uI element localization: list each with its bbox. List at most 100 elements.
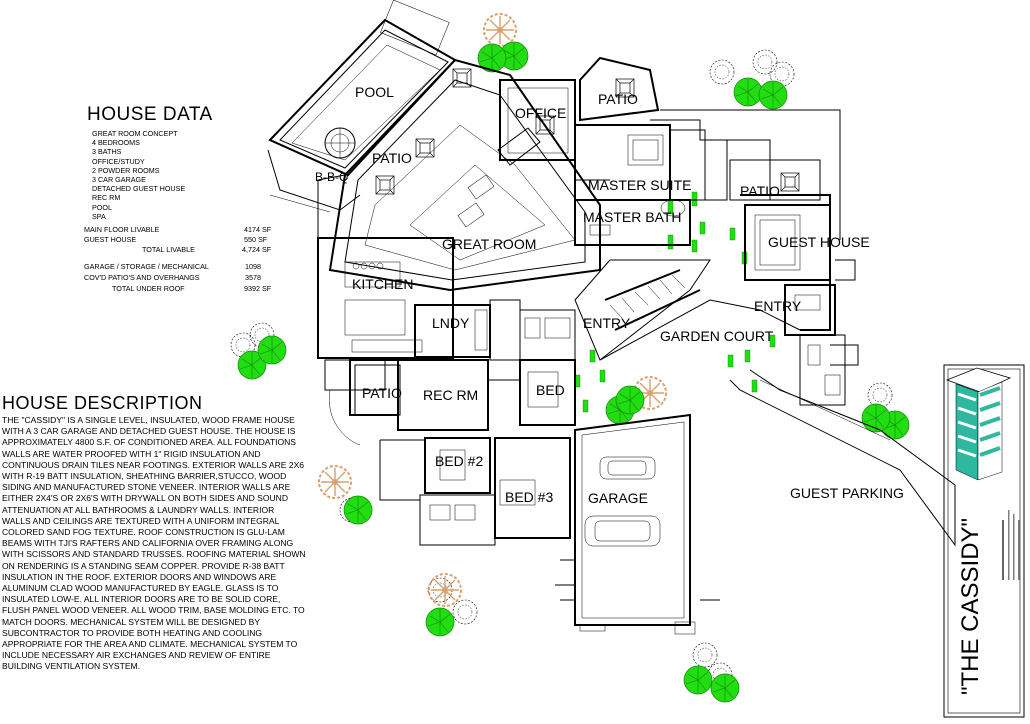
room-label-bed-2: BED #2 <box>435 453 483 469</box>
room-label-master-bath: MASTER BATH <box>583 209 682 225</box>
description-line: APPROPRIATE FOR THE AREA AND CLIMATE. ME… <box>2 639 298 650</box>
room-label-bbq: B-B-Q <box>315 170 348 184</box>
description-line: ALUMINUM CLAD WOOD MANUFACTURED BY EAGLE… <box>2 583 279 594</box>
feature-item: GREAT ROOM CONCEPT <box>92 129 178 138</box>
description-line: SIDING AND MANUFACTURED STONE VENEER. IN… <box>2 482 291 493</box>
description-line: EITHER 2X4'S OR 2X6'S WITH DRYWALL ON BO… <box>2 493 289 504</box>
room-label-bed-mid: BED <box>536 382 565 398</box>
description-line: WITH R-19 BATT INSULATION, SHEATHING BAR… <box>2 471 287 482</box>
area-value: 3578 <box>245 273 261 282</box>
area-label: TOTAL UNDER ROOF <box>112 284 185 293</box>
room-label-kitchen: KITCHEN <box>352 276 413 292</box>
tower-icon <box>945 367 1012 481</box>
room-label-patio-left: PATIO <box>372 150 412 166</box>
tree-green-icon <box>758 80 788 110</box>
description-line: WALLS ARE WATER PROOFED WITH 1" RIGID IN… <box>2 448 261 459</box>
tree-green-icon <box>861 403 891 433</box>
area-label: MAIN FLOOR LIVABLE <box>84 225 160 234</box>
guest-parking-drive <box>689 369 956 625</box>
feature-item: 3 CAR GARAGE <box>92 175 146 185</box>
room-label-entry-guest: ENTRY <box>754 298 802 314</box>
description-line: WITH A 3 CAR GARAGE AND DETACHED GUEST H… <box>2 426 296 437</box>
patio-lower-block <box>328 364 401 446</box>
description-line: COLORED SAND FOG TEXTURE. ROOF CONSTRUCT… <box>2 527 285 538</box>
room-label-great-room: GREAT ROOM <box>442 236 536 252</box>
room-label-garage: GARAGE <box>588 490 648 506</box>
tree-tan-icon <box>318 465 352 499</box>
tree-green-icon <box>425 607 455 637</box>
description-line: FLUSH PANEL WOOD VENEER. ALL WOOD TRIM, … <box>2 605 305 616</box>
room-label-rec-rm: REC RM <box>423 387 478 403</box>
kitchen-block <box>317 174 454 391</box>
description-line: INSULATED LOW-E. ALL INTERIOR DOORS ARE … <box>2 594 281 605</box>
feature-item: SPA <box>92 211 106 221</box>
tree-green-icon <box>733 77 763 107</box>
logo-title: "THE CASSIDY" <box>957 518 984 695</box>
feature-item: OFFICE/STUDY <box>92 156 145 166</box>
house-description-title: HOUSE DESCRIPTION <box>2 393 203 413</box>
area-value: 4174 SF <box>244 225 272 234</box>
description-line: WALLS AND CEILINGS ARE TEXTURED WITH A U… <box>2 515 280 526</box>
feature-item: 4 BEDROOMS <box>92 138 140 148</box>
area-label: TOTAL LIVABLE <box>142 245 195 254</box>
house-description-body: THE "CASSIDY" IS A SINGLE LEVEL, INSULAT… <box>2 415 320 673</box>
great-room-wing <box>328 58 601 292</box>
shrub-icon <box>709 59 735 85</box>
room-label-guest-parking: GUEST PARKING <box>790 485 904 501</box>
area-value: 1098 <box>245 262 261 271</box>
guest-house-block <box>729 159 859 406</box>
tree-tan-icon <box>428 573 462 607</box>
description-line: BEAMS WITH TJI'S RAFTERS AND CALIFORNIA … <box>2 538 294 549</box>
room-label-pool: POOL <box>355 84 394 100</box>
feature-item: 2 POWDER ROOMS <box>92 165 160 175</box>
room-label-bed-3: BED #3 <box>505 489 553 505</box>
tree-green-icon <box>683 665 713 695</box>
description-line: CONTINUOUS DRAIN TILES NEAR FOOTINGS. EX… <box>2 459 305 470</box>
description-line: ATTENUATION AT ALL BATHROOMS & LAUNDRY W… <box>2 504 275 515</box>
room-label-patio-lower: PATIO <box>362 385 402 401</box>
tree-green-icon <box>710 673 740 703</box>
room-label-patio-top: PATIO <box>598 91 638 107</box>
tree-green-icon <box>615 385 645 415</box>
area-value: 4,724 SF <box>242 245 272 254</box>
description-line: APPROXIMATELY 4800 S.F. OF CONDITIONED A… <box>2 437 296 448</box>
garage-block <box>555 413 696 635</box>
shrub-icon <box>692 642 718 668</box>
shrub-icon <box>752 49 778 75</box>
pool-wing <box>267 0 472 213</box>
area-label: GUEST HOUSE <box>84 235 137 244</box>
room-label-guest-house-text: GUEST HOUSE <box>768 234 870 250</box>
feature-item: DETACHED GUEST HOUSE <box>92 184 186 194</box>
description-line: MATCH DOORS. MECHANICAL SYSTEM WILL BE D… <box>2 616 261 627</box>
area-value: 9392 SF <box>244 284 272 293</box>
house-data-features: GREAT ROOM CONCEPT 4 BEDROOMS 3 BATHS OF… <box>92 129 185 221</box>
room-label-master-suite: MASTER SUITE <box>588 177 691 193</box>
room-label-guest-house: GUEST HOUSE <box>768 234 870 250</box>
house-data-title: HOUSE DATA <box>87 104 213 125</box>
area-value: 550 SF <box>244 235 268 244</box>
feature-item: POOL <box>92 202 112 212</box>
feature-item: REC RM <box>92 193 121 203</box>
cassidy-logo: "THE CASSIDY" <box>943 364 1025 718</box>
room-label-garden-court: GARDEN COURT <box>660 328 774 344</box>
tree-green-icon <box>257 335 287 365</box>
description-line: WITH SCISSORS AND STANDARD TRUSSES. ROOF… <box>2 549 306 560</box>
room-labels: POOL OFFICE PATIO PATIO B-B-Q MASTER SUI… <box>315 84 904 506</box>
architect-fine-print <box>1002 510 1020 580</box>
description-line: SUBCONTRACTOR TO PROVIDE BOTH HEATING AN… <box>2 627 263 638</box>
description-line: THE "CASSIDY" IS A SINGLE LEVEL, INSULAT… <box>2 415 295 425</box>
description-line: INSULATION IN THE ROOF. EXTERIOR DOORS A… <box>2 571 277 582</box>
description-line: ON RENDERING IS A STANDING SEAM COPPER. … <box>2 560 285 571</box>
description-line: INCLUDE NECESSARY AIR EXCHANGES AND REVI… <box>2 650 271 661</box>
room-label-office: OFFICE <box>515 105 566 121</box>
area-label: GARAGE / STORAGE / MECHANICAL <box>84 262 209 271</box>
feature-item: 3 BATHS <box>92 147 122 157</box>
tree-green-icon <box>343 495 373 525</box>
shrub-icon <box>867 382 893 408</box>
room-label-entry-main: ENTRY <box>583 315 631 331</box>
master-suite-block <box>574 124 728 246</box>
area-label: COV'D PATIO'S AND OVERHANGS <box>84 273 200 282</box>
shrub-icon <box>452 599 478 625</box>
room-label-lndy: LNDY <box>432 315 470 331</box>
